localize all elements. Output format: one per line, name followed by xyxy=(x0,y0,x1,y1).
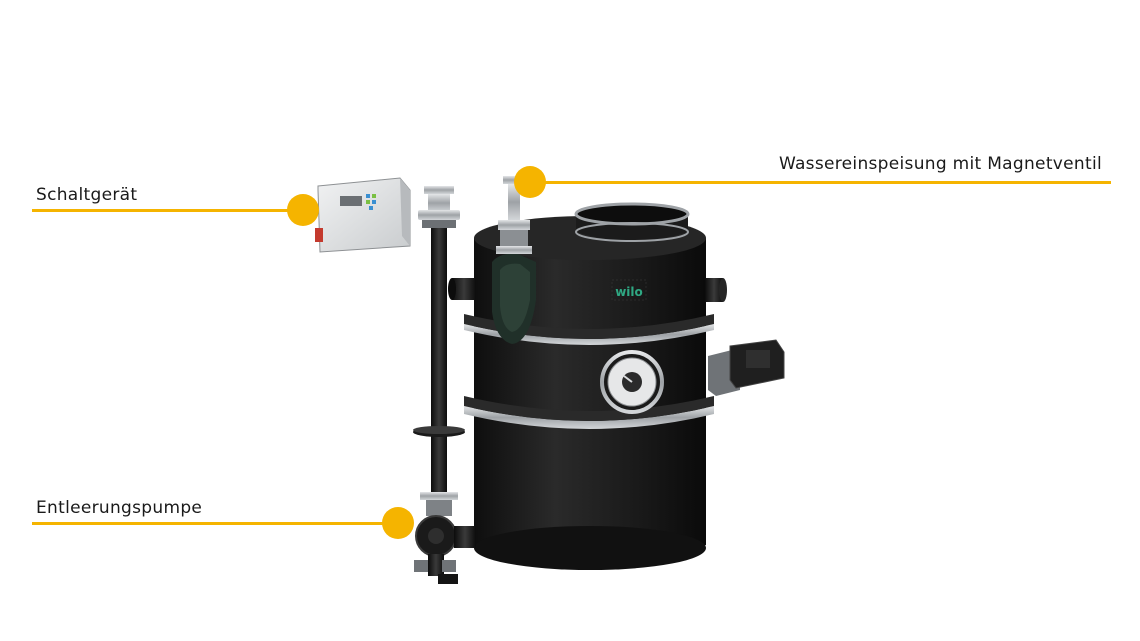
riser-pipe xyxy=(413,186,465,498)
callout-label-water-feed: Wassereinspeisung mit Magnetventil xyxy=(778,154,1102,174)
callout-line-control-unit xyxy=(32,209,304,212)
callout-dot-water-feed xyxy=(514,166,546,198)
main-switch xyxy=(315,228,323,242)
drain-pump xyxy=(414,492,476,584)
callout-line-drain-pump xyxy=(32,522,402,525)
callout-dot-drain-pump xyxy=(382,507,414,539)
control-display xyxy=(340,196,362,206)
control-unit-box xyxy=(315,177,411,253)
tank-body: wilo xyxy=(448,176,785,570)
callout-dot-control-unit xyxy=(287,194,319,226)
callout-label-drain-pump: Entleerungspumpe xyxy=(36,498,203,518)
brand-logo: wilo xyxy=(615,285,643,299)
callout-label-control-unit: Schaltgerät xyxy=(36,185,138,205)
callout-line-water-feed xyxy=(530,181,1111,184)
